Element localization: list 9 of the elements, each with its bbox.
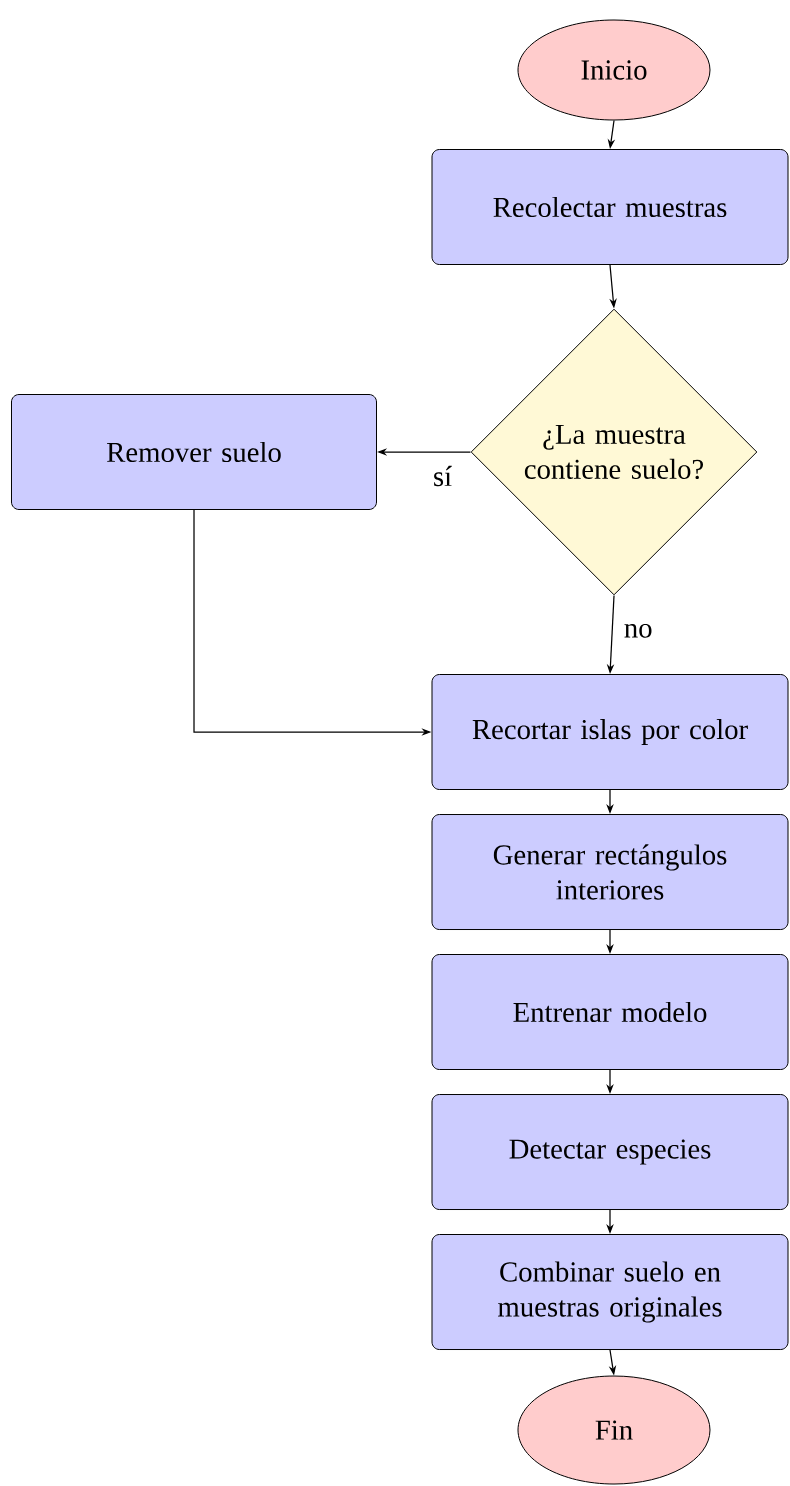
edge-label: no	[621, 621, 656, 641]
process-box: Recolectar muestras	[431, 149, 789, 265]
process-box: Combinar suelo en muestras originales	[431, 1234, 789, 1350]
process-box: Entrenar modelo	[431, 954, 789, 1070]
process-box: Detectar especies	[431, 1094, 789, 1210]
edge-label: sí	[430, 463, 455, 489]
process-box: Remover suelo	[11, 394, 377, 510]
process-box: Generar rectángulos interiores	[431, 814, 789, 930]
process-box: Recortar islas por color	[431, 674, 789, 790]
